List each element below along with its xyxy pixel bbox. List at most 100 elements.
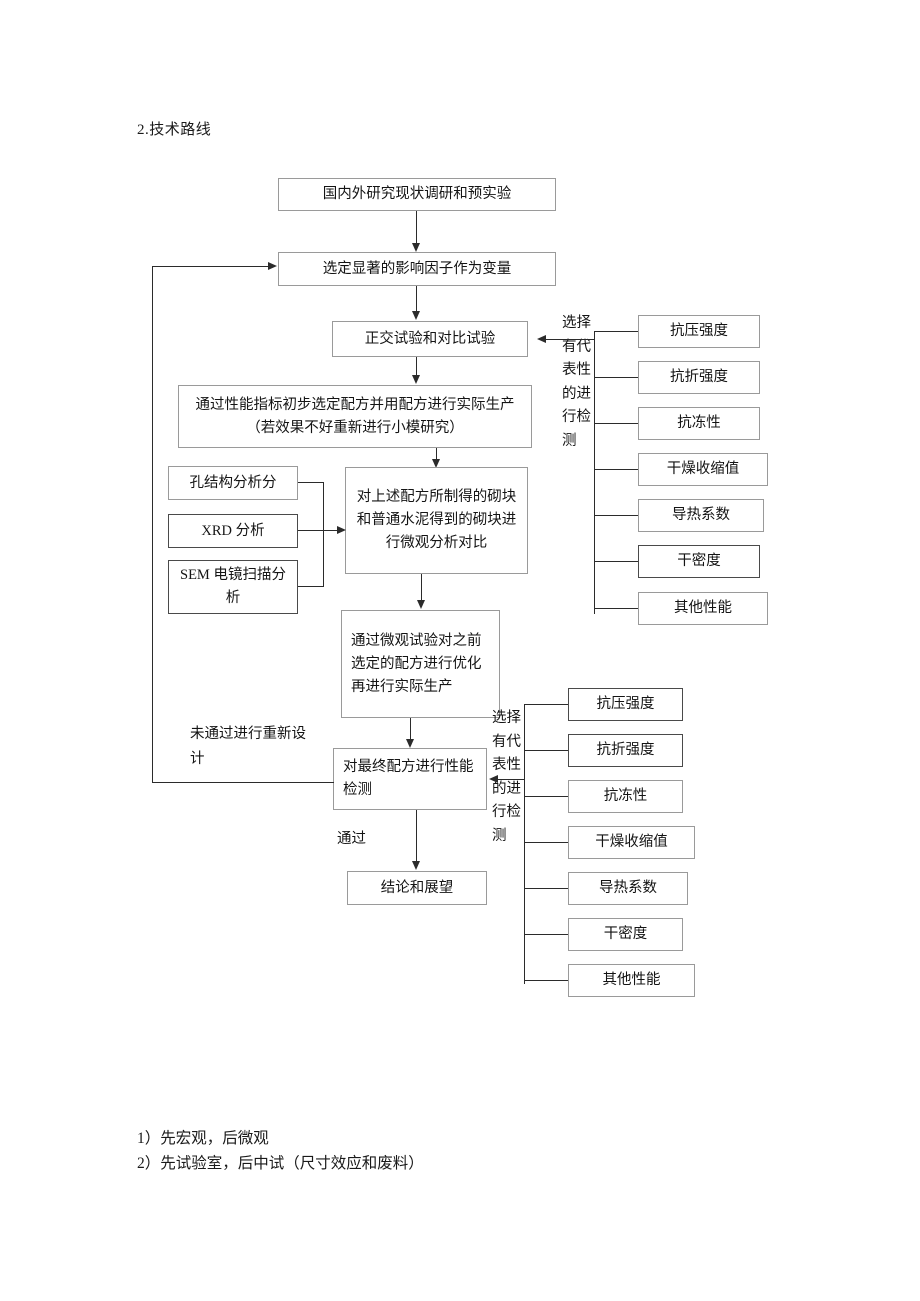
lower-group-spine xyxy=(524,704,526,984)
footnote-2: 2）先试验室，后中试（尺寸效应和废料） xyxy=(137,1155,424,1172)
arrowhead-micro-optimize xyxy=(417,600,425,609)
property-item-lower-3: 干燥收缩值 xyxy=(568,826,695,859)
flow-node-conclusion-label: 结论和展望 xyxy=(380,879,454,896)
property-group-label-lower: 选择有代表性的进行检测 xyxy=(492,710,521,844)
lower-group-stub-5 xyxy=(524,934,568,936)
arrowhead-analysis-micro xyxy=(337,526,346,534)
flow-node-production-label: 通过性能指标初步选定配方并用配方进行实际生产（若效果不好重新进行小模研究） xyxy=(195,396,515,436)
flow-node-optimize: 通过微观试验对之前选定的配方进行优化再进行实际生产 xyxy=(341,610,500,718)
upper-group-stub-2 xyxy=(594,423,638,425)
property-group-label-upper: 选择有代表性的进行检测 xyxy=(562,315,591,449)
property-item-upper-5-label: 干密度 xyxy=(677,553,721,569)
upper-group-stub-0 xyxy=(594,331,638,333)
arrowhead-orthogonal-production xyxy=(412,375,420,384)
edge-label-pass: 通过 xyxy=(337,831,366,847)
property-item-upper-4-label: 导热系数 xyxy=(672,507,730,523)
flow-node-micro-label: 对上述配方所制得的砌块和普通水泥得到的砌块进行微观分析对比 xyxy=(356,489,517,551)
property-item-upper-2-label: 抗冻性 xyxy=(677,415,721,431)
connector-factors-orthogonal xyxy=(416,286,418,312)
page-title: 2.技术路线 xyxy=(137,122,212,138)
analysis-node-pore-label: 孔结构分析分 xyxy=(189,474,277,491)
upper-group-stub-5 xyxy=(594,561,638,563)
flow-node-production: 通过性能指标初步选定配方并用配方进行实际生产（若效果不好重新进行小模研究） xyxy=(178,385,532,448)
connector-survey-factors xyxy=(416,211,418,244)
analysis-node-sem-label: SEM 电镜扫描分析 xyxy=(180,567,286,606)
feedback-line-vertical xyxy=(152,266,154,783)
property-item-lower-1-label: 抗折强度 xyxy=(596,742,655,758)
connector-production-micro xyxy=(436,448,438,460)
property-item-upper-6-label: 其他性能 xyxy=(674,600,732,616)
flow-node-micro: 对上述配方所制得的砌块和普通水泥得到的砌块进行微观分析对比 xyxy=(345,467,528,574)
feedback-line-top xyxy=(152,266,269,268)
footnotes: 1）先宏观，后微观 2）先试验室，后中试（尺寸效应和废料） xyxy=(137,1126,424,1176)
lower-group-stub-2 xyxy=(524,796,568,798)
arrowhead-survey-factors xyxy=(412,243,420,252)
analysis-bracket-spine xyxy=(323,482,325,587)
property-item-upper-5: 干密度 xyxy=(638,545,760,578)
property-item-upper-1: 抗折强度 xyxy=(638,361,760,394)
flow-node-factors-label: 选定显著的影响因子作为变量 xyxy=(322,260,512,277)
property-item-lower-0: 抗压强度 xyxy=(568,688,683,721)
flow-node-final-test-label: 对最终配方进行性能检测 xyxy=(343,759,474,798)
upper-group-spine xyxy=(594,331,596,614)
property-item-upper-0-label: 抗压强度 xyxy=(670,323,728,339)
footnote-1: 1）先宏观，后微观 xyxy=(137,1130,269,1147)
arrowhead-feedback-factors xyxy=(268,262,277,270)
lower-group-stub-4 xyxy=(524,888,568,890)
flow-node-factors: 选定显著的影响因子作为变量 xyxy=(278,252,556,286)
lower-group-feed-line xyxy=(497,779,525,781)
flow-node-conclusion: 结论和展望 xyxy=(347,871,487,905)
property-item-upper-4: 导热系数 xyxy=(638,499,764,532)
analysis-node-xrd-label: XRD 分析 xyxy=(201,522,265,539)
property-item-lower-6-label: 其他性能 xyxy=(602,972,661,988)
arrowhead-finaltest-conclusion xyxy=(412,861,420,870)
property-item-upper-2: 抗冻性 xyxy=(638,407,760,440)
flow-node-orthogonal: 正交试验和对比试验 xyxy=(332,321,528,357)
property-item-lower-5-label: 干密度 xyxy=(603,926,648,942)
lower-group-stub-6 xyxy=(524,980,568,982)
lower-group-stub-1 xyxy=(524,750,568,752)
arrowhead-optimize-finaltest xyxy=(406,739,414,748)
property-item-upper-1-label: 抗折强度 xyxy=(670,369,728,385)
analysis-node-xrd: XRD 分析 xyxy=(168,514,298,548)
arrowhead-upper-group-orthogonal xyxy=(537,335,546,343)
analysis-stub-xrd xyxy=(298,530,324,532)
property-item-upper-6: 其他性能 xyxy=(638,592,768,625)
property-item-lower-0-label: 抗压强度 xyxy=(596,696,655,712)
lower-group-stub-3 xyxy=(524,842,568,844)
analysis-stub-sem xyxy=(298,586,324,588)
flow-node-survey: 国内外研究现状调研和预实验 xyxy=(278,178,556,211)
arrowhead-lower-group-finaltest xyxy=(489,775,498,783)
property-item-upper-3: 干燥收缩值 xyxy=(638,453,768,486)
lower-group-stub-0 xyxy=(524,704,568,706)
flow-node-survey-label: 国内外研究现状调研和预实验 xyxy=(322,186,512,202)
property-item-lower-5: 干密度 xyxy=(568,918,683,951)
connector-micro-optimize xyxy=(421,574,423,601)
property-item-upper-0: 抗压强度 xyxy=(638,315,760,348)
property-item-lower-1: 抗折强度 xyxy=(568,734,683,767)
analysis-stub-pore xyxy=(298,482,324,484)
property-item-lower-6: 其他性能 xyxy=(568,964,695,997)
upper-group-stub-1 xyxy=(594,377,638,379)
analysis-node-sem: SEM 电镜扫描分析 xyxy=(168,560,298,614)
upper-group-stub-4 xyxy=(594,515,638,517)
property-item-lower-2: 抗冻性 xyxy=(568,780,683,813)
feedback-line-bottom xyxy=(152,782,334,784)
connector-finaltest-conclusion xyxy=(416,810,418,862)
analysis-bracket-out xyxy=(323,530,339,532)
property-item-lower-2-label: 抗冻性 xyxy=(603,788,648,804)
analysis-node-pore: 孔结构分析分 xyxy=(168,466,298,500)
flow-node-final-test: 对最终配方进行性能检测 xyxy=(333,748,487,810)
upper-group-stub-3 xyxy=(594,469,638,471)
arrowhead-production-micro xyxy=(432,459,440,468)
property-item-upper-3-label: 干燥收缩值 xyxy=(666,461,740,477)
upper-group-feed-line xyxy=(545,339,595,341)
upper-group-stub-6 xyxy=(594,608,638,610)
flow-node-optimize-label: 通过微观试验对之前选定的配方进行优化再进行实际生产 xyxy=(351,632,482,695)
property-item-lower-4-label: 导热系数 xyxy=(599,880,657,896)
property-item-lower-4: 导热系数 xyxy=(568,872,688,905)
connector-orthogonal-production xyxy=(416,357,418,376)
arrowhead-factors-orthogonal xyxy=(412,311,420,320)
flow-node-orthogonal-label: 正交试验和对比试验 xyxy=(364,330,496,347)
